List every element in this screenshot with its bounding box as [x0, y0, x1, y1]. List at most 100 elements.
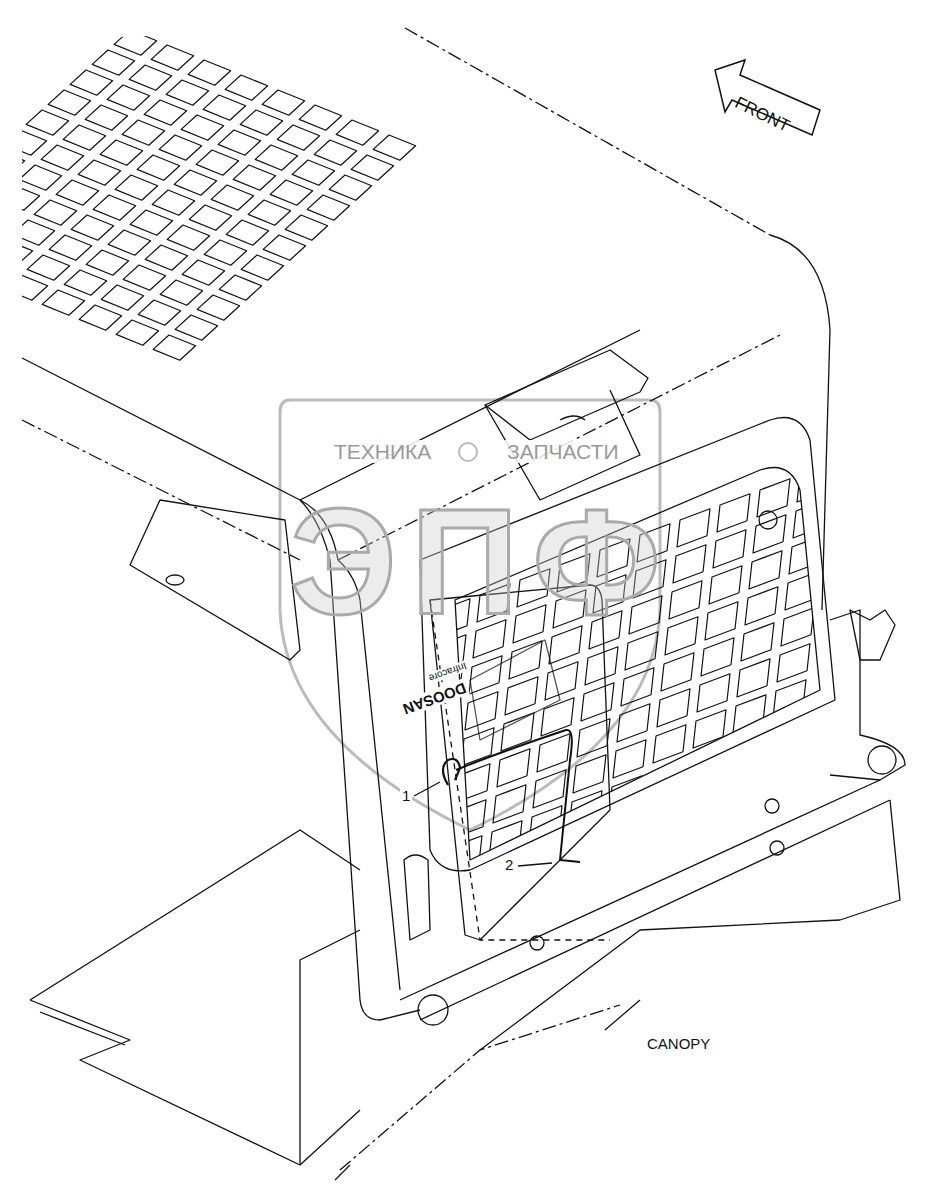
vent-cell: [175, 315, 217, 340]
vent-cell: [49, 235, 91, 260]
vent-cell: [71, 215, 113, 240]
vent-cell: [4, 130, 46, 155]
leader-2: [518, 863, 552, 866]
vent-cell: [137, 155, 179, 180]
window-cell: [745, 587, 778, 625]
window-cell: [413, 815, 446, 853]
pivot-boss-left: [418, 995, 448, 1025]
vent-cell: [129, 65, 171, 90]
window-cell: [417, 779, 450, 817]
window-cell: [749, 551, 782, 589]
decal-panel-hidden: [430, 600, 610, 940]
window-cell: [545, 662, 578, 700]
vent-cell: [292, 160, 334, 185]
window-cell: [793, 500, 826, 538]
vent-cell: [248, 200, 290, 225]
vent-cell: [167, 225, 209, 250]
window-cell: [457, 764, 490, 802]
vent-cell: [182, 260, 224, 285]
window-cell: [781, 608, 814, 646]
vent-cell: [285, 215, 327, 240]
pivot-boss: [868, 746, 896, 774]
vent-cell: [181, 115, 223, 140]
vent-cell: [100, 140, 142, 165]
window-cell: [713, 530, 746, 568]
window-cell: [465, 692, 498, 730]
window-cell: [661, 653, 694, 691]
roof-lower-edge: [22, 420, 300, 560]
window-cell: [789, 536, 822, 574]
vent-cell: [27, 255, 69, 280]
floor-step-lip: [40, 1012, 125, 1045]
vent-cell: [188, 60, 230, 85]
vent-cell: [64, 270, 106, 295]
vent-cell: [5, 275, 47, 300]
left-bracket: [130, 500, 300, 660]
vent-cell: [189, 205, 231, 230]
window-cell: [533, 770, 566, 808]
vent-cell: [78, 160, 120, 185]
window-cell: [657, 689, 690, 727]
window-cell: [421, 743, 454, 781]
window-cell: [469, 656, 502, 694]
window-cell: [729, 731, 762, 769]
vent-cell: [123, 265, 165, 290]
vent-cell: [108, 230, 150, 255]
lower-panel: [480, 800, 900, 1050]
nut: [770, 841, 784, 855]
vent-cell: [79, 305, 121, 330]
vent-cell: [92, 50, 134, 75]
vent-cell: [262, 90, 304, 115]
window-cell: [461, 728, 494, 766]
vent-cell: [85, 105, 127, 130]
vent-cell: [270, 180, 312, 205]
vent-cell: [226, 220, 268, 245]
vent-cell: [174, 170, 216, 195]
vent-cell: [116, 320, 158, 345]
canopy-leader: [605, 1000, 640, 1030]
vent-cell: [196, 150, 238, 175]
vent-cell: [241, 255, 283, 280]
bolt: [530, 936, 544, 950]
window-cell: [785, 572, 818, 610]
vent-cell: [336, 120, 378, 145]
vent-cell: [63, 125, 105, 150]
bracket-hole: [166, 575, 184, 585]
window-cell: [453, 800, 486, 838]
window-cell: [621, 668, 654, 706]
vent-cell: [153, 335, 195, 360]
vent-cell: [299, 105, 341, 130]
vent-cell: [130, 210, 172, 235]
window-cell: [497, 749, 530, 787]
window-cell: [529, 806, 562, 844]
vent-cell: [0, 260, 11, 285]
watermark-text: ЗАПЧАСТИ: [505, 440, 620, 463]
window-cell: [753, 515, 786, 553]
drawing-part: [22, 28, 905, 1180]
window-cell: [493, 785, 526, 823]
window-cell: [797, 464, 830, 502]
vent-cell: [144, 100, 186, 125]
watermark-logo: ЭПФ: [288, 480, 677, 645]
window-cell: [709, 566, 742, 604]
vent-cell: [56, 180, 98, 205]
callout-number: 1: [400, 788, 412, 805]
roof-grid: [0, 30, 416, 360]
vent-cell: [329, 175, 371, 200]
vent-cell: [314, 140, 356, 165]
vent-cell: [166, 80, 208, 105]
window-cell: [649, 761, 682, 799]
vent-bracket: [485, 350, 648, 440]
window-cell: [541, 698, 574, 736]
vent-cell: [225, 75, 267, 100]
window-cell: [509, 641, 542, 679]
lower-rail-bottom: [420, 800, 890, 1020]
latch: [850, 610, 895, 660]
callout-number: 2: [503, 857, 515, 874]
watermark-gear: [459, 443, 477, 461]
window-cell: [653, 725, 686, 763]
vent-cell: [101, 285, 143, 310]
roof-back-edge: [405, 28, 770, 235]
window-cell: [409, 851, 442, 889]
floor-back-edge: [30, 830, 360, 1000]
